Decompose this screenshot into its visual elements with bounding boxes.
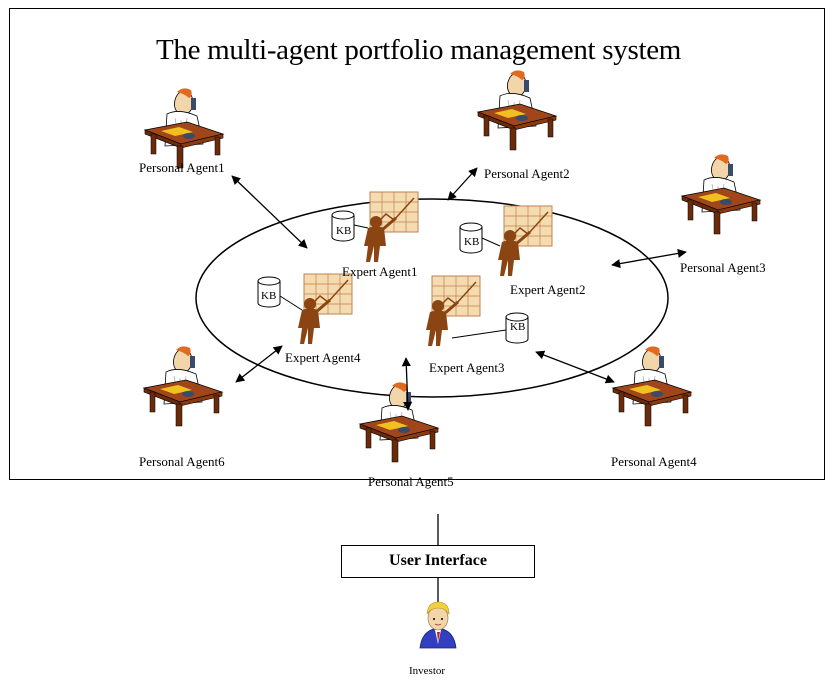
diagram-title: The multi-agent portfolio management sys…: [155, 34, 682, 66]
investor-label: Investor: [409, 665, 446, 677]
personal-agent3-label: Personal Agent3: [680, 260, 766, 275]
kb4-label: KB: [261, 290, 276, 302]
kb1-label: KB: [336, 225, 351, 237]
expert-agent4-label: Expert Agent4: [285, 350, 361, 365]
personal-agent4-label: Personal Agent4: [611, 454, 697, 469]
expert-agent2-icon: [496, 204, 554, 278]
expert-agent1-label: Expert Agent1: [342, 264, 418, 279]
kb2-label: KB: [464, 236, 479, 248]
arrow-pa4-ea3: [535, 350, 615, 384]
expert-agent3-label: Expert Agent3: [429, 360, 505, 375]
personal-agent2-icon: [477, 69, 557, 151]
kb2-link: [481, 237, 501, 247]
expert-agent2-label: Expert Agent2: [510, 282, 586, 297]
investor-icon: [419, 601, 457, 649]
personal-agent1-label: Personal Agent1: [139, 160, 225, 175]
personal-agent3-icon: [681, 153, 761, 235]
arrow-pa5-ea3: [401, 357, 413, 411]
user-interface-box: User Interface: [341, 545, 535, 578]
expert-agent4-icon: [296, 272, 354, 346]
personal-agent6-label: Personal Agent6: [139, 454, 225, 469]
kb1-link: [353, 224, 369, 229]
personal-agent2-label: Personal Agent2: [484, 166, 570, 181]
arrow-pa3-ea2: [611, 248, 687, 269]
arrow-pa6-ea4: [235, 345, 283, 383]
personal-agent4-icon: [612, 345, 692, 427]
arrow-pa2-ea1: [447, 167, 478, 201]
personal-agent5-label: Personal Agent5: [368, 474, 454, 489]
kb3-label: KB: [510, 321, 525, 333]
diagram-frame: [9, 8, 825, 480]
kb3-link: [451, 329, 507, 339]
kb4-link: [279, 295, 303, 311]
personal-agent6-icon: [143, 345, 223, 427]
expert-agent1-icon: [362, 190, 420, 264]
personal-agent1-icon: [144, 87, 224, 169]
agent-community-ellipse: [195, 198, 669, 398]
arrow-pa1-ea1: [231, 175, 308, 249]
